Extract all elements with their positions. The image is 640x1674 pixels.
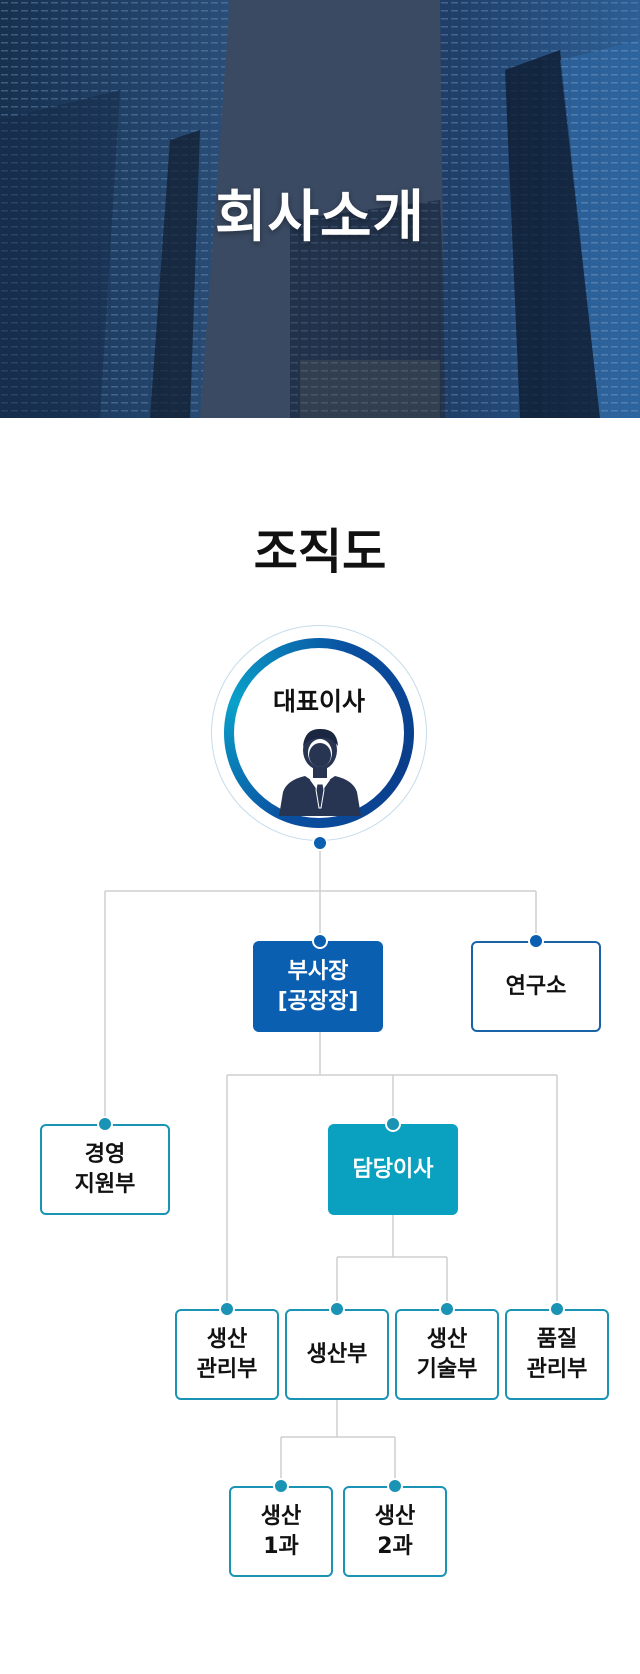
connector-dot: [312, 933, 328, 949]
vice-president-label: 부사장 [공장장]: [277, 958, 359, 1014]
production-team2-label: 생산 2과: [374, 1503, 416, 1559]
node-management-support: 경영 지원부: [40, 1124, 170, 1215]
connector-dot: [97, 1116, 113, 1132]
city-buildings-illustration: [0, 0, 640, 418]
connector-dot: [385, 1116, 401, 1132]
hero-banner: 회사소개: [0, 0, 640, 418]
node-director: 담당이사: [328, 1124, 458, 1215]
node-production-management: 생산 관리부: [175, 1309, 279, 1400]
connector-dot: [219, 1301, 235, 1317]
quality-management-label: 품질 관리부: [526, 1326, 588, 1382]
connector-dot: [387, 1478, 403, 1494]
connector-dot: [528, 933, 544, 949]
production-team1-label: 생산 1과: [260, 1503, 302, 1559]
connector-dot: [439, 1301, 455, 1317]
connector-dot: [329, 1301, 345, 1317]
ceo-label: 대표이사: [272, 687, 365, 716]
businessman-icon: [279, 728, 361, 816]
production-management-label: 생산 관리부: [196, 1326, 258, 1382]
research-label: 연구소: [505, 973, 567, 999]
production-label: 생산부: [306, 1341, 368, 1367]
node-research: 연구소: [471, 941, 601, 1032]
node-vice-president: 부사장 [공장장]: [253, 941, 383, 1032]
connector-dot: [549, 1301, 565, 1317]
node-production: 생산부: [285, 1309, 389, 1400]
node-production-technology: 생산 기술부: [395, 1309, 499, 1400]
connector-dot: [273, 1478, 289, 1494]
node-production-team2: 생산 2과: [343, 1486, 447, 1577]
connector-dot: [312, 835, 328, 851]
node-quality-management: 품질 관리부: [505, 1309, 609, 1400]
production-technology-label: 생산 기술부: [416, 1326, 478, 1382]
section-title: 조직도: [253, 524, 387, 580]
director-label: 담당이사: [352, 1156, 434, 1182]
node-production-team1: 생산 1과: [229, 1486, 333, 1577]
hero-title: 회사소개: [214, 185, 426, 250]
management-support-label: 경영 지원부: [74, 1141, 136, 1197]
